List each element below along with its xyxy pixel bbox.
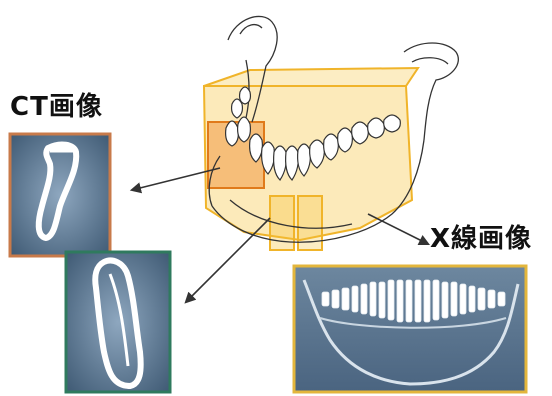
ct-image-label: CT画像 (10, 86, 103, 123)
xray-image-label: X線画像 (430, 218, 532, 255)
ct-image-2 (66, 252, 170, 392)
xray-arrow (368, 214, 428, 244)
xray-image (294, 266, 526, 392)
ct-arrow-2 (186, 218, 270, 302)
ct-image-1 (10, 134, 110, 256)
